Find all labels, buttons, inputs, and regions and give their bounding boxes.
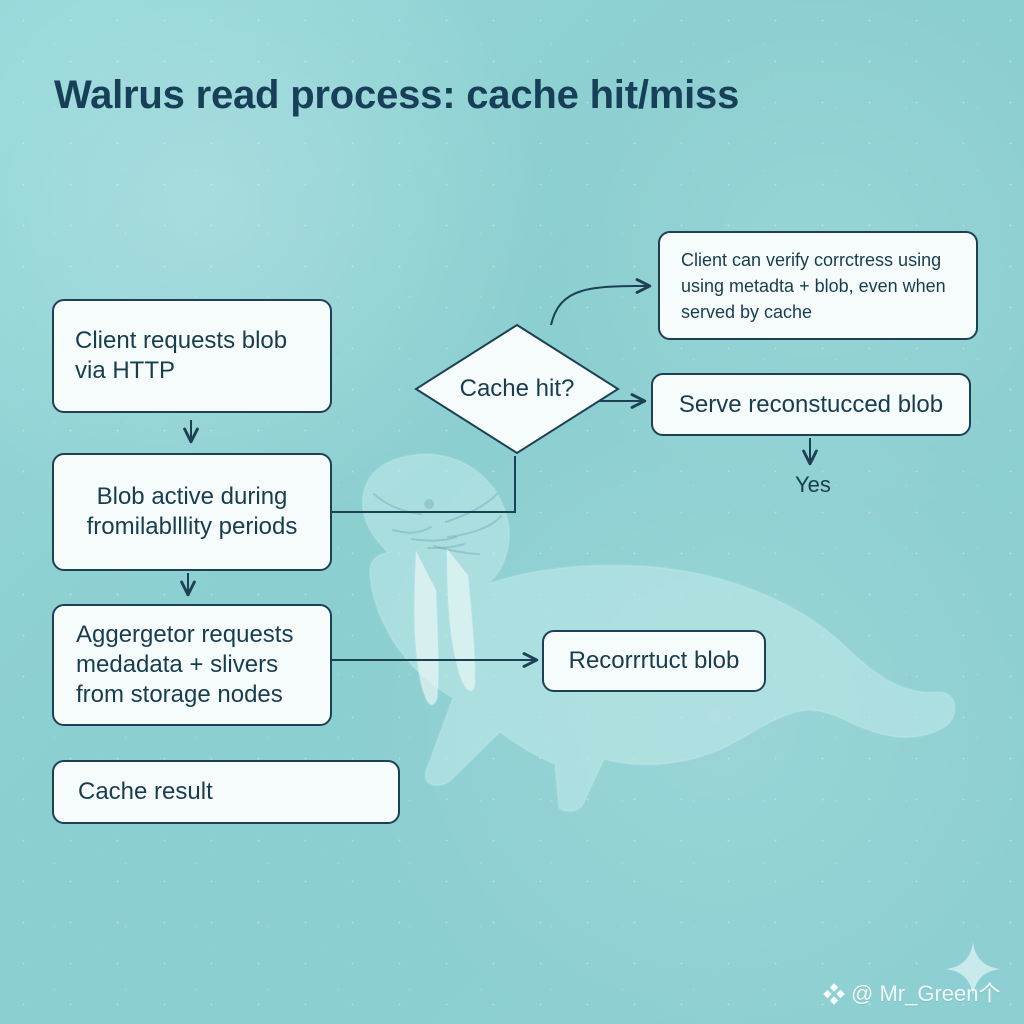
yes-label: Yes (795, 472, 831, 497)
serve-blob-text: Serve reconstucced blob (678, 390, 944, 418)
platform-logo-icon (823, 983, 845, 1005)
cache-hit-diamond-shape (414, 323, 620, 455)
blob-active-box: Blob active during fromilablllity period… (52, 453, 332, 571)
verify-note-text: Client can verify corrctress using using… (681, 249, 946, 322)
cache-hit-label: Cache hit? (459, 375, 575, 402)
cache-result-box: Cache result (52, 760, 400, 824)
reconstruct-text: Recorrrtuct blob (568, 647, 740, 674)
client-request-text: Client requests blob via HTTP (75, 327, 288, 384)
watermark-footer: @ Mr_Green个 (823, 983, 1000, 1005)
client-request-box: Client requests blob via HTTP (52, 299, 332, 413)
cache-hit-diamond: Cache hit? (414, 323, 620, 455)
blob-active-text: Blob active during fromilablllity period… (86, 483, 298, 540)
reconstruct-box: Recorrrtuct blob (542, 630, 766, 692)
cache-result-text: Cache result (78, 778, 213, 805)
aggregator-request-box: Aggergetor requests medadata + slivers f… (52, 604, 332, 726)
sparkle-icon (946, 942, 1000, 996)
aggregator-request-text: Aggergetor requests medadata + slivers f… (76, 621, 294, 708)
page-title: Walrus read process: cache hit/miss (54, 73, 740, 117)
watermark-text: @ Mr_Green个 (851, 981, 1001, 1006)
verify-note-box: Client can verify corrctress using using… (658, 231, 978, 340)
serve-blob-box: Serve reconstucced blob (651, 373, 971, 436)
